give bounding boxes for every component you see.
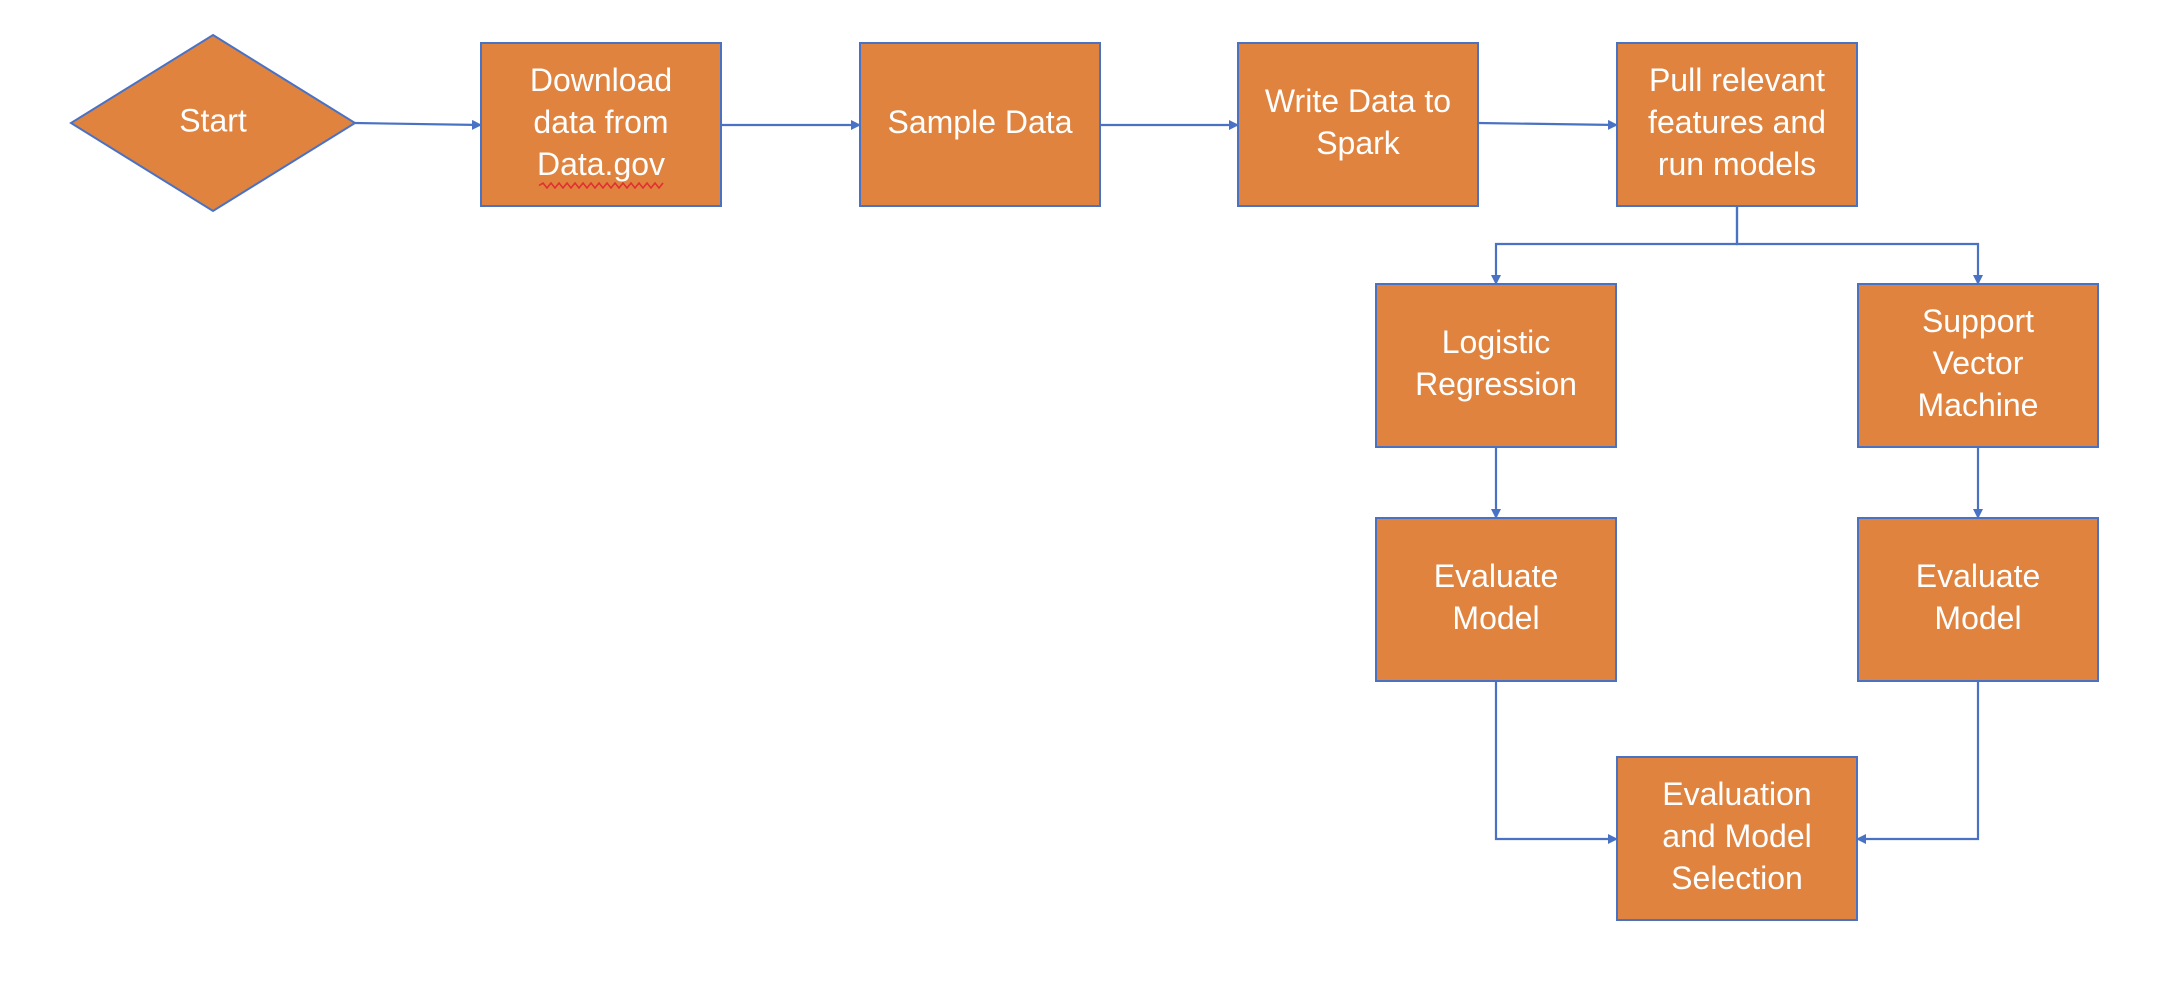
node-label-line: features and xyxy=(1648,104,1826,140)
node-shape-diamond xyxy=(69,33,357,213)
node-shape-rect xyxy=(1616,42,1858,207)
spellcheck-underline xyxy=(538,181,664,190)
node-shape-rect xyxy=(859,42,1101,207)
node-label-line: Evaluate xyxy=(1434,558,1559,594)
node-label-line: Model xyxy=(1934,600,2021,636)
node-label-line: data from xyxy=(533,104,668,140)
edge-eval_svm-to-selection xyxy=(1856,681,1980,844)
edge-pull-to-svm xyxy=(1735,206,1983,285)
node-shape-rect xyxy=(1375,517,1617,682)
node-shape-rect xyxy=(1857,517,2099,682)
node-shape-rect xyxy=(1616,756,1858,921)
node-label-line: Support xyxy=(1922,303,2034,339)
edge-eval_lr-to-selection xyxy=(1494,681,1618,844)
node-label-line: Pull relevant xyxy=(1649,62,1825,98)
node-label-line: Start xyxy=(179,102,247,138)
node-label-line: Evaluate xyxy=(1916,558,2041,594)
node-label-line: Selection xyxy=(1671,860,1803,896)
node-shape-rect xyxy=(1375,283,1617,448)
node-write: Write Data to Spark xyxy=(1237,42,1479,207)
node-label-line: Write Data to xyxy=(1265,83,1451,119)
node-shape-rect xyxy=(1857,283,2099,448)
node-label-line: Sample Data xyxy=(888,104,1073,140)
node-label-line: and Model xyxy=(1662,818,1811,854)
node-pull: Pull relevant features and run models xyxy=(1616,42,1858,207)
edge-pull-to-logistic xyxy=(1491,206,1739,285)
node-label-line: Logistic xyxy=(1442,324,1551,360)
node-start: Start xyxy=(69,33,357,213)
node-label-line: Regression xyxy=(1415,366,1577,402)
node-sample: Sample Data xyxy=(859,42,1101,207)
node-label-line: Evaluation xyxy=(1662,776,1811,812)
node-label-line: run models xyxy=(1658,146,1816,182)
node-label-line: Machine xyxy=(1918,387,2039,423)
node-shape-rect xyxy=(1237,42,1479,207)
node-label-line: Model xyxy=(1452,600,1539,636)
node-label-line: Download xyxy=(530,62,672,98)
edges xyxy=(354,119,1983,844)
node-label-line: Spark xyxy=(1316,125,1401,161)
edge-write-to-pull xyxy=(1477,119,1618,130)
node-label-line: Vector xyxy=(1933,345,2024,381)
node-shape-rect xyxy=(480,42,722,207)
node-label-line: Data.gov xyxy=(537,146,665,182)
edge-start-to-download xyxy=(354,119,482,130)
